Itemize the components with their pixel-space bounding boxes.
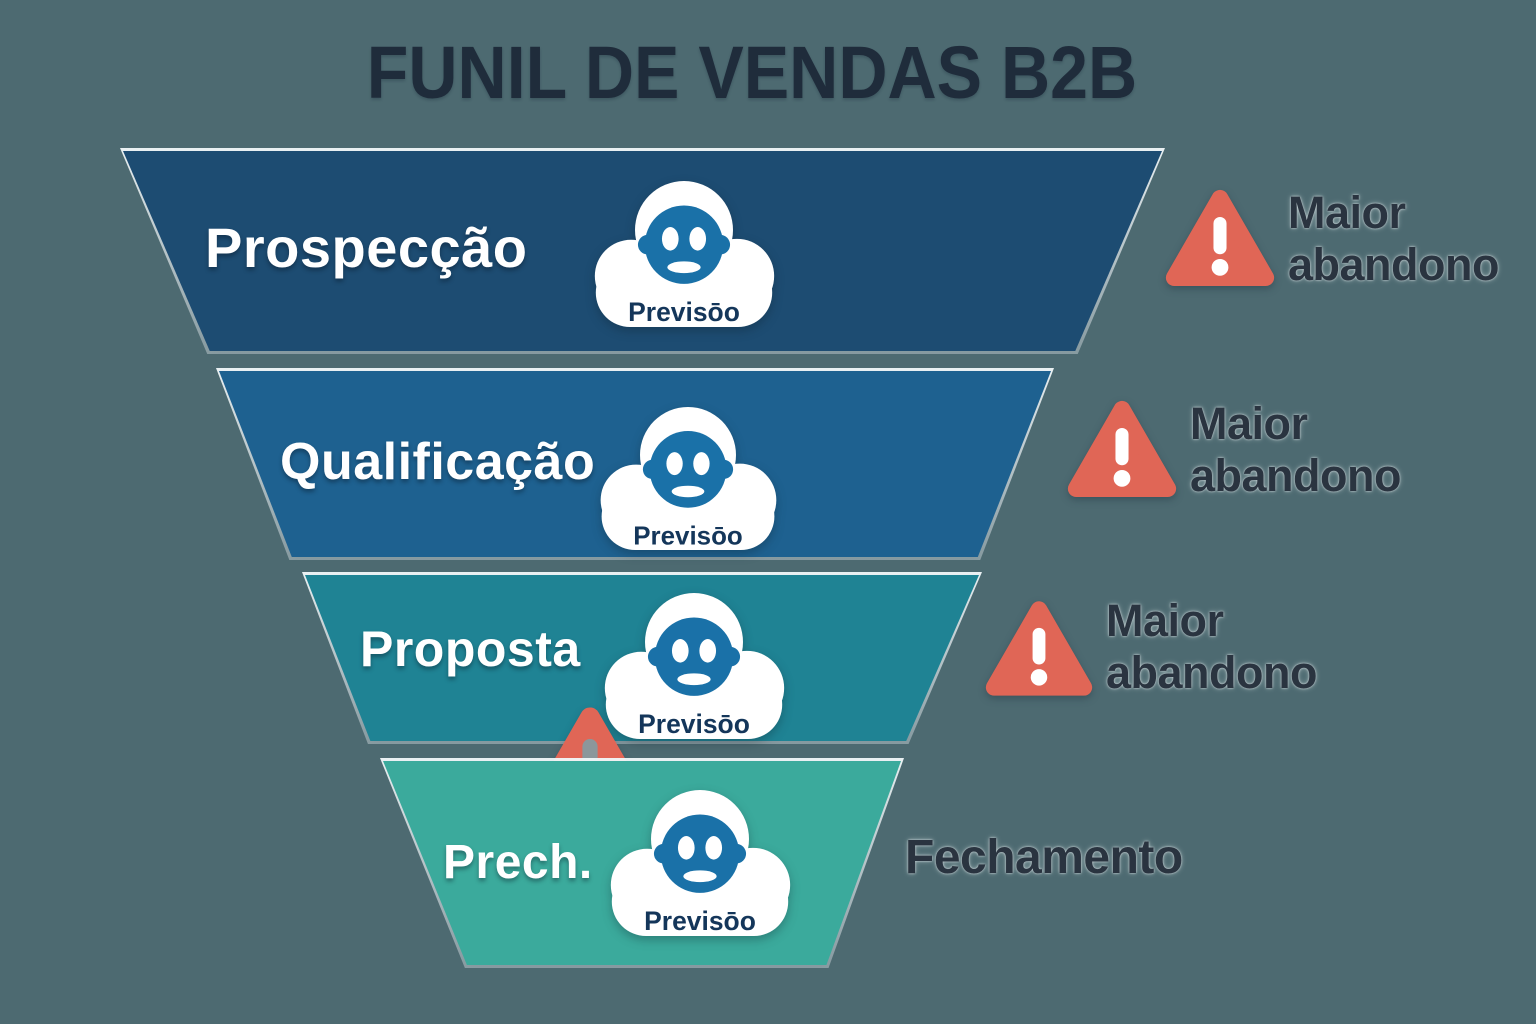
annotation-label: Maior abandono xyxy=(1190,398,1401,502)
funnel-stage-label-prospeccao: Prospecção xyxy=(205,216,528,279)
annotation-label: Maior abandono xyxy=(1288,187,1499,291)
warning-triangle-icon xyxy=(1164,185,1276,290)
cloud-badge-label: Previsōo xyxy=(638,709,750,739)
annotation-label: Maior abandono xyxy=(1106,595,1317,699)
annotation-maior-abandono-3: Maior abandono xyxy=(984,593,1356,703)
previsao-cloud-icon: Previsōo xyxy=(586,176,782,327)
funnel-stage-label-prech: Prech. xyxy=(443,836,593,889)
page-title: FUNIL DE VENDAS B2B xyxy=(366,31,1138,114)
annotation-maior-abandono-1: Maior abandono xyxy=(1164,185,1536,291)
cloud-badge-label: Previsōo xyxy=(644,906,756,936)
warning-triangle-icon xyxy=(1066,396,1178,501)
cloud-badge-label: Previsōo xyxy=(633,522,742,550)
funnel-stage-qualificacao xyxy=(216,368,1054,560)
previsao-cloud-icon: Previsōo xyxy=(602,785,798,936)
warning-triangle-icon xyxy=(984,593,1094,703)
annotation-fechamento: Fechamento xyxy=(905,831,1183,884)
funnel-stage-label-qualificacao: Qualificação xyxy=(280,433,596,491)
annotation-maior-abandono-2: Maior abandono xyxy=(1066,396,1440,502)
cloud-badge-label: Previsōo xyxy=(628,297,740,327)
previsao-cloud-icon: Previsōo xyxy=(592,402,784,550)
funnel-stage-label-proposta: Proposta xyxy=(360,621,581,677)
previsao-cloud-icon: Previsōo xyxy=(596,588,792,739)
